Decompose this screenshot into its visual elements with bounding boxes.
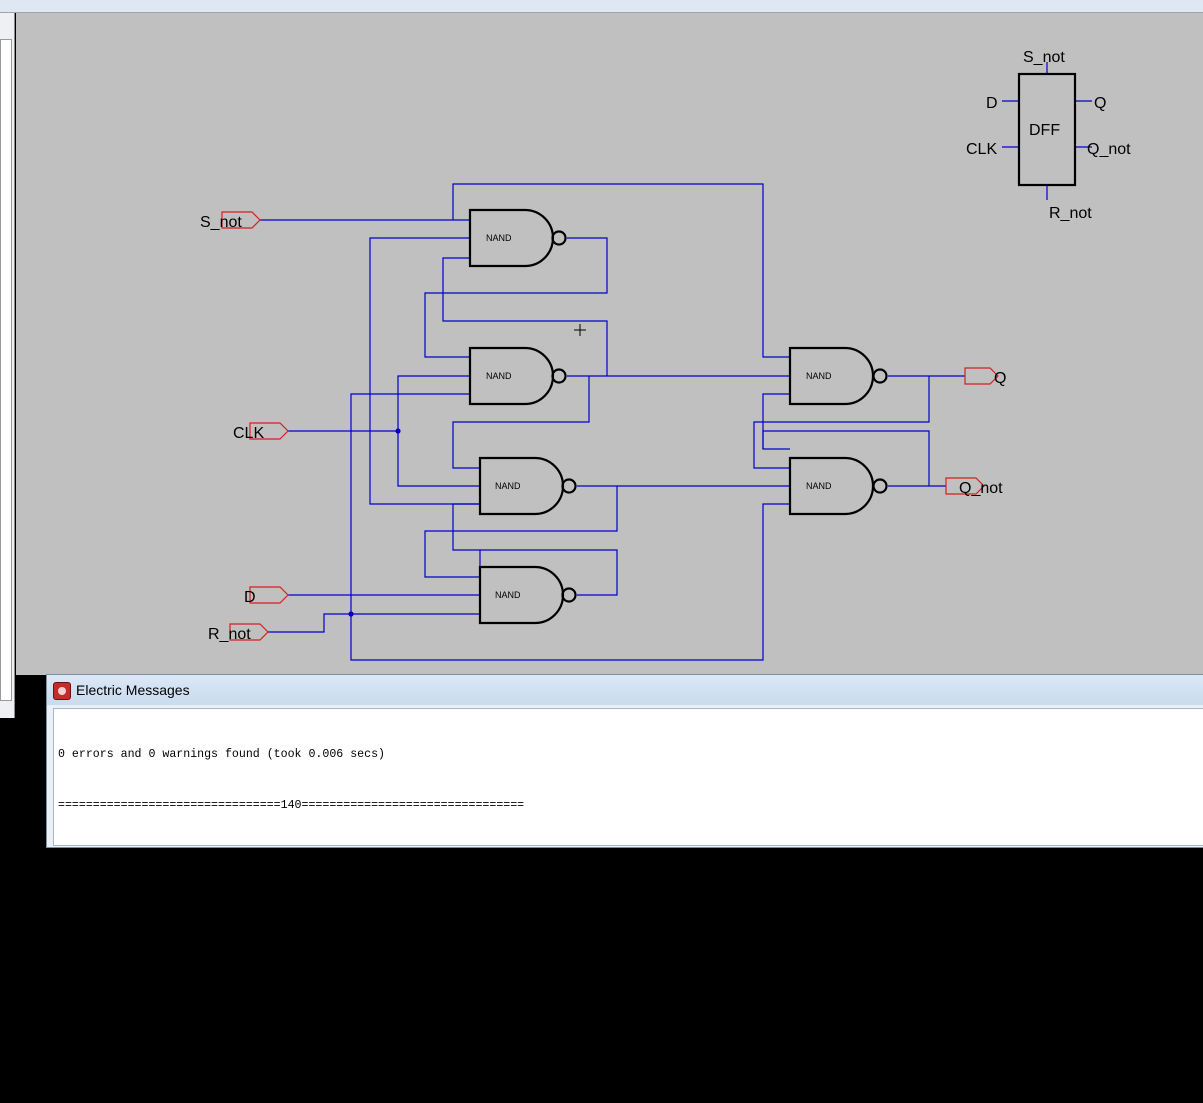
nand-gate-6[interactable]: NAND [788, 456, 888, 516]
port-d[interactable]: D [244, 586, 289, 606]
nand-gate-label: NAND [495, 481, 521, 491]
messages-list: 0 errors and 0 warnings found (took 0.00… [54, 709, 1203, 1103]
dff-pin-q-not: Q_not [1087, 141, 1131, 158]
nand-gate-label: NAND [486, 371, 512, 381]
explorer-panel[interactable] [0, 13, 15, 718]
dff-icon-title: DFF [1029, 122, 1060, 139]
port-label-r-not: R_not [208, 626, 251, 643]
messages-title-bar[interactable]: Electric Messages [47, 675, 1203, 705]
nand-gate-2[interactable]: NAND [468, 346, 567, 406]
message-line: 0 errors and 0 warnings found (took 0.00… [58, 1054, 385, 1067]
messages-window-title: Electric Messages [76, 682, 190, 698]
message-line: No errors found [58, 1003, 184, 1016]
crosshair-cursor-icon [574, 324, 586, 336]
nand-gate-label: NAND [806, 371, 832, 381]
schematic-drawing[interactable]: NAND NAND NAND NAND NAND NAND S_not CLK … [16, 13, 1203, 675]
dff-pin-d: D [986, 95, 998, 112]
port-q-not[interactable]: Q_not [945, 477, 1003, 497]
nand-gate-1[interactable]: NAND [468, 208, 567, 268]
message-line: Checking schematic cell 'NAND3{sch}' [58, 850, 309, 863]
port-s-not[interactable]: S_not [200, 211, 261, 231]
dff-icon-symbol[interactable]: DFF S_not D CLK Q Q_not R_not [966, 49, 1131, 222]
electric-app-icon [53, 682, 71, 700]
dff-pin-clk: CLK [966, 141, 997, 158]
dff-pin-s-not: S_not [1023, 49, 1065, 66]
port-label-clk: CLK [233, 425, 264, 442]
window-title-bar [0, 0, 1203, 13]
port-label-s-not: S_not [200, 214, 242, 231]
port-label-q: Q [994, 370, 1006, 387]
dff-pin-q: Q [1094, 95, 1106, 112]
nand-gate-4[interactable]: NAND [478, 565, 577, 625]
messages-text-area[interactable]: 0 errors and 0 warnings found (took 0.00… [53, 708, 1203, 1067]
port-clk[interactable]: CLK [233, 422, 289, 442]
message-line: Checking schematic cell 'DFF{sch}' [58, 952, 295, 965]
nand-gate-label: NAND [486, 233, 512, 243]
message-line: ================================140=====… [58, 799, 525, 812]
nand-gate-3[interactable]: NAND [478, 456, 577, 516]
nand-gate-label: NAND [495, 590, 521, 600]
port-q[interactable]: Q [964, 367, 1006, 387]
message-line: 0 errors and 0 warnings found (took 0.00… [58, 748, 385, 761]
port-r-not[interactable]: R_not [208, 623, 269, 643]
dff-pin-r-not: R_not [1049, 205, 1092, 222]
junctions [348, 428, 401, 617]
message-line: No errors found [58, 901, 184, 914]
messages-window[interactable]: Electric Messages 0 errors and 0 warning… [46, 674, 1203, 1067]
nand-gate-label: NAND [806, 481, 832, 491]
port-label-d: D [244, 589, 256, 606]
wires [260, 62, 1092, 661]
port-label-q-not: Q_not [959, 480, 1003, 497]
nand-gate-5[interactable]: NAND [788, 346, 888, 406]
schematic-canvas[interactable]: NAND NAND NAND NAND NAND NAND S_not CLK … [16, 13, 1203, 675]
explorer-list[interactable] [0, 39, 12, 701]
